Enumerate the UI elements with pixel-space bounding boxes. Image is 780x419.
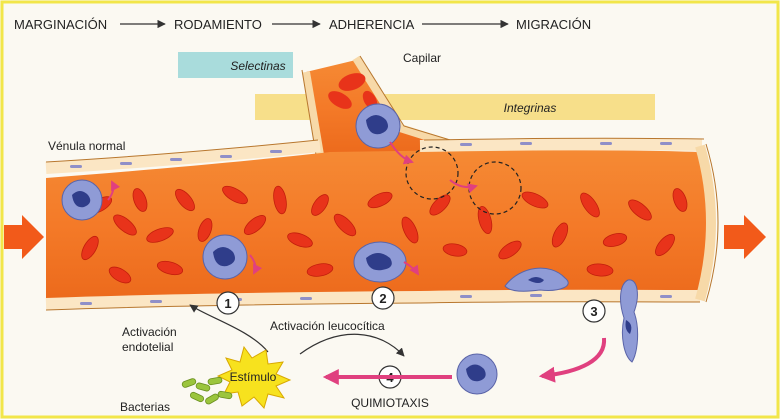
stage-rodamiento: RODAMIENTO <box>174 17 262 32</box>
venula-label: Vénula normal <box>48 139 125 153</box>
activacion-endotelial-label-1: Activación <box>122 325 177 339</box>
bacteria-cluster <box>181 376 233 405</box>
leukocyte-adherencia <box>353 241 407 283</box>
capilar-label: Capilar <box>403 51 441 65</box>
selectinas-label: Selectinas <box>230 59 285 73</box>
leukocyte-quimiotaxis <box>456 353 498 395</box>
venule <box>45 137 719 311</box>
step-2-circle <box>371 286 395 310</box>
leukocyte-marginacion <box>61 179 103 221</box>
activation-leucocitica-arrow <box>299 333 405 357</box>
migration-arrow <box>538 337 607 383</box>
step-2-label: 2 <box>379 291 386 306</box>
migration-outline-2 <box>468 161 522 215</box>
stage-migracion: MIGRACIÓN <box>516 17 591 32</box>
stage-adherencia: ADHERENCIA <box>329 17 415 32</box>
step-1-circle <box>216 291 240 315</box>
flow-out-arrow <box>724 215 766 259</box>
bacterias-label: Bacterias <box>120 400 170 414</box>
leukocytes <box>61 103 639 395</box>
integrinas-label: Integrinas <box>504 101 557 115</box>
estimulo-label: Estímulo <box>230 370 277 384</box>
leukocyte-migrating <box>620 279 639 363</box>
activacion-endotelial-label-2: endotelial <box>122 340 173 354</box>
step-3-circle <box>582 299 606 323</box>
leukocyte-spreading <box>504 267 569 292</box>
step-1-label: 1 <box>224 296 231 311</box>
migration-outline-1 <box>405 146 459 200</box>
step-3-label: 3 <box>590 304 597 319</box>
activacion-leucocitica-label: Activación leucocítica <box>270 319 385 333</box>
leukocyte-capilar <box>355 103 401 149</box>
selectinas-band <box>178 52 293 78</box>
quimiotaxis-label: QUIMIOTAXIS <box>351 396 429 410</box>
leukocyte-rodamiento <box>202 234 248 280</box>
flow-in-arrow <box>4 215 44 259</box>
stage-header: MARGINACIÓN RODAMIENTO ADHERENCIA MIGRAC… <box>14 17 591 32</box>
stimulus-burst <box>216 345 292 410</box>
motion-arrows <box>107 141 478 276</box>
activation-endotelial-arrow <box>189 304 269 353</box>
stage-marginacion: MARGINACIÓN <box>14 17 107 32</box>
step-markers: 1 2 3 4 <box>216 286 606 389</box>
